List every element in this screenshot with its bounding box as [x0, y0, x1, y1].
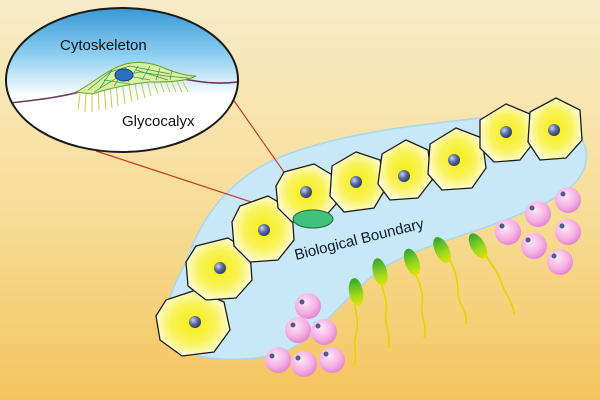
bacterium	[372, 258, 390, 349]
bacteria-group	[348, 233, 515, 367]
nucleus	[548, 124, 560, 136]
sphere	[495, 219, 521, 245]
cytoskeleton-label: Cytoskeleton	[60, 37, 147, 54]
cell	[275, 163, 337, 223]
cell	[479, 103, 535, 163]
sphere-cluster-right	[495, 187, 581, 275]
sphere	[285, 317, 311, 343]
inset-nucleus	[114, 68, 134, 82]
nucleus	[258, 224, 270, 236]
highlight-patch	[292, 209, 334, 229]
sphere	[555, 187, 581, 213]
bacterium	[348, 278, 364, 367]
sphere	[547, 249, 573, 275]
sphere	[525, 201, 551, 227]
inset-cell	[74, 61, 197, 95]
bacterium	[468, 233, 515, 315]
cytoskeleton-mesh	[87, 65, 189, 93]
zoom-inset: Cytoskeleton Glycocalyx	[5, 7, 239, 153]
nucleus	[350, 176, 362, 188]
nucleus	[214, 262, 226, 274]
sphere	[521, 233, 547, 259]
inset-border	[5, 7, 239, 153]
nucleus	[398, 170, 410, 182]
sphere-cluster-left	[265, 293, 345, 377]
glycocalyx-label: Glycocalyx	[122, 113, 195, 130]
cell	[527, 97, 583, 161]
sphere	[265, 347, 291, 373]
nucleus	[300, 186, 312, 198]
bacterium	[403, 248, 426, 339]
cell-layer	[155, 97, 583, 357]
nucleus	[448, 154, 460, 166]
cell	[231, 195, 295, 263]
bacterium	[433, 237, 468, 325]
sphere	[295, 293, 321, 319]
sphere	[311, 319, 337, 345]
nucleus	[500, 126, 512, 138]
sphere	[555, 219, 581, 245]
cell	[329, 151, 387, 213]
cell	[427, 127, 487, 191]
sphere	[319, 347, 345, 373]
nucleus	[189, 316, 201, 328]
cell	[377, 139, 433, 201]
sphere	[291, 351, 317, 377]
